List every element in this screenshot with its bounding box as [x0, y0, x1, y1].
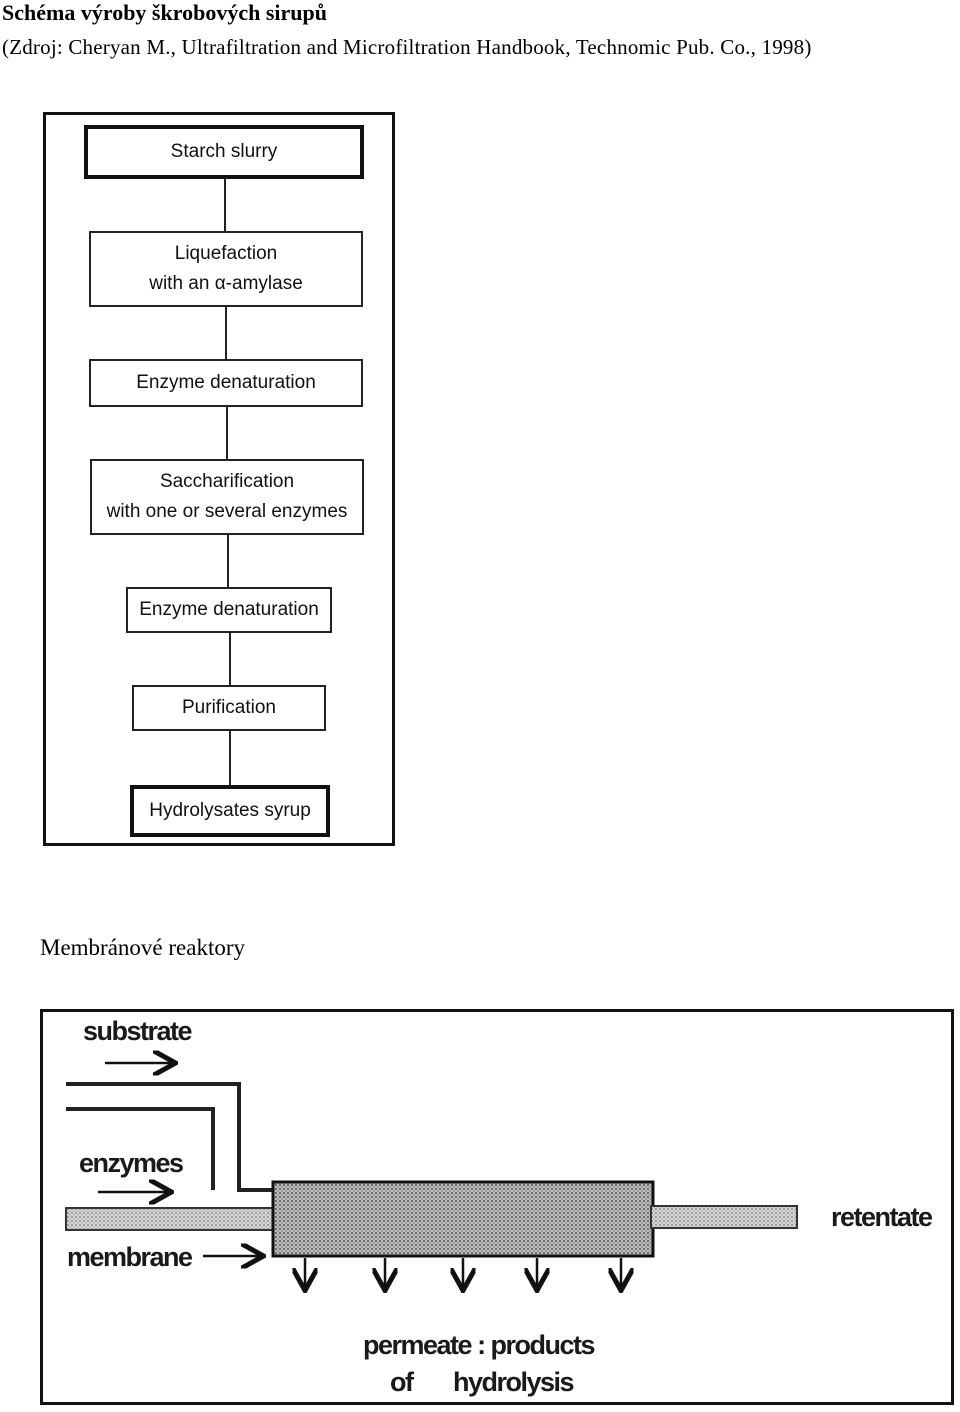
step-label: Enzyme denaturation: [139, 599, 319, 620]
enzymes-feed-line: [66, 1107, 215, 1190]
source-citation: (Zdroj: Cheryan M., Ultrafiltration and …: [2, 35, 812, 59]
process-flowchart: Starch slurry Liquefaction with an α-amy…: [43, 112, 395, 846]
step-hydrolysates-syrup: Hydrolysates syrup: [130, 785, 330, 837]
permeate-label-of: of: [390, 1367, 414, 1397]
flow-connector: [224, 179, 226, 231]
permeate-label: permeate : products: [363, 1330, 596, 1360]
membrane-reactor-diagram: substrate enzymes membrane retentate per…: [40, 1009, 954, 1405]
flow-connector: [226, 407, 228, 459]
flow-connector: [225, 307, 227, 359]
permeate-label-hydrolysis: hydrolysis: [453, 1367, 575, 1397]
step-saccharification: Saccharification with one or several enz…: [90, 459, 364, 535]
step-sublabel: with one or several enzymes: [106, 501, 348, 522]
step-sublabel: with an α-amylase: [149, 273, 303, 294]
step-purification: Purification: [132, 685, 326, 731]
section-heading: Membránové reaktory: [40, 935, 246, 960]
membrane-tube-outlet: [650, 1205, 798, 1229]
step-label: Starch slurry: [170, 141, 278, 162]
reactor-schematic: [65, 1012, 798, 1402]
flow-connector: [229, 731, 231, 785]
reactor-body: [271, 1180, 655, 1258]
substrate-feed-line: [66, 1082, 273, 1192]
step-label: Purification: [182, 697, 276, 718]
flow-connector: [227, 535, 229, 587]
step-starch-slurry: Starch slurry: [84, 125, 364, 179]
retentate-label: retentate: [831, 1202, 933, 1232]
step-label: Liquefaction: [174, 243, 278, 264]
enzymes-label: enzymes: [79, 1148, 184, 1178]
substrate-label: substrate: [83, 1016, 193, 1046]
membrane-tube-inlet: [65, 1207, 277, 1231]
membrane-label: membrane: [67, 1242, 193, 1272]
step-label: Enzyme denaturation: [136, 372, 316, 393]
step-enzyme-denaturation-2: Enzyme denaturation: [126, 587, 332, 633]
step-liquefaction: Liquefaction with an α-amylase: [89, 231, 363, 307]
step-enzyme-denaturation-1: Enzyme denaturation: [89, 359, 363, 407]
flow-connector: [229, 633, 231, 685]
step-label: Saccharification: [159, 471, 295, 492]
step-label: Hydrolysates syrup: [149, 800, 311, 821]
page-title: Schéma výroby škrobových sirupů: [2, 0, 327, 25]
